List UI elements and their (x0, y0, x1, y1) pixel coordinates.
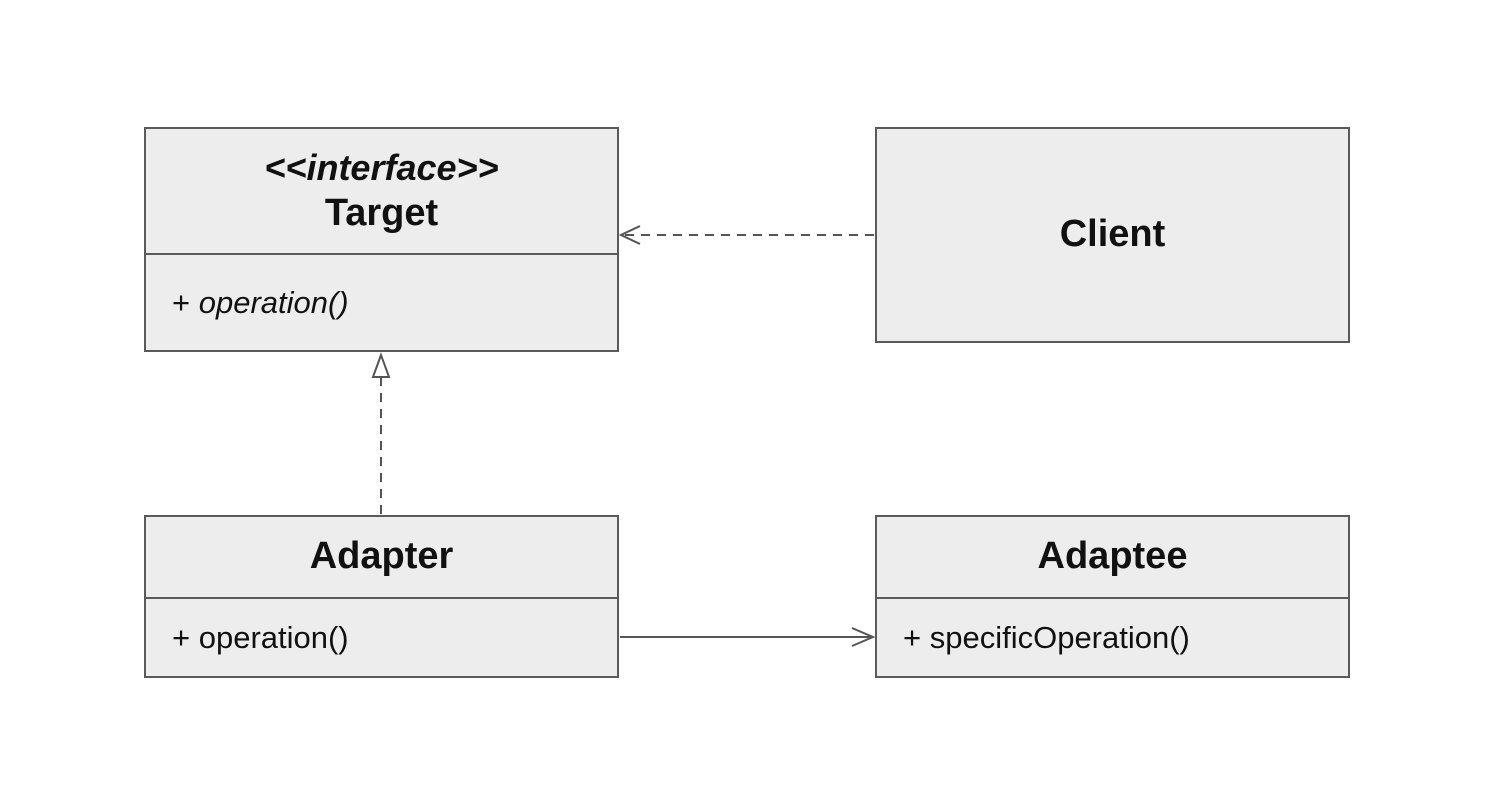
target-method-operation: operation() (198, 284, 349, 320)
client-class-name: Client (1059, 213, 1166, 256)
adaptee-class-name: Adaptee (1037, 535, 1188, 578)
adapter-header: Adapter (146, 517, 617, 599)
client-target-dependency-arrow (618, 225, 874, 245)
adapter-methods: + operation() (146, 599, 617, 676)
client-header: Client (877, 129, 1348, 341)
adapter-class-box: Adapter + operation() (144, 515, 619, 678)
adapter-class-name: Adapter (309, 535, 454, 578)
target-interface-box: <<interface>> Target + operation() (144, 127, 619, 352)
target-header: <<interface>> Target (146, 129, 617, 255)
adaptee-class-box: Adaptee + specificOperation() (875, 515, 1350, 678)
adapter-target-realization-arrow (371, 352, 391, 514)
target-class-name: Target (324, 191, 439, 234)
target-methods: + operation() (146, 255, 617, 350)
target-stereotype: <<interface>> (264, 146, 499, 188)
adapter-adaptee-association-arrow (620, 627, 876, 647)
client-class-box: Client (875, 127, 1350, 343)
target-method-visibility: + (172, 284, 199, 320)
adapter-method-operation: + operation() (172, 619, 349, 655)
adaptee-method-specific-operation: + specificOperation() (903, 619, 1190, 655)
adaptee-header: Adaptee (877, 517, 1348, 599)
adaptee-methods: + specificOperation() (877, 599, 1348, 676)
